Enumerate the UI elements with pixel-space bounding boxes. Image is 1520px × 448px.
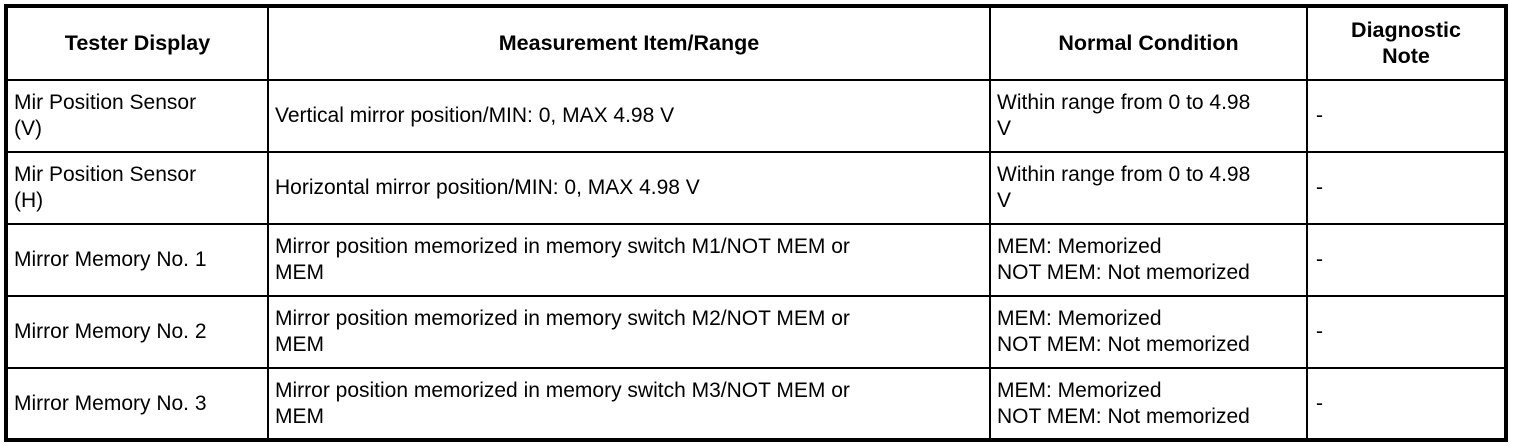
cell-tester-display: Mirror Memory No. 3 — [5, 367, 269, 441]
measurement-item-text: Mirror position memorized in memory swit… — [269, 304, 989, 359]
measurement-item-line2: MEM — [275, 261, 324, 284]
table-body: Mir Position Sensor(V) Vertical mirror p… — [5, 79, 1507, 441]
measurement-item-text: Mirror position memorized in memory swit… — [269, 376, 989, 431]
diagnostic-note-text: - — [1316, 391, 1323, 415]
measurement-item-text: Vertical mirror position/MIN: 0, MAX 4.9… — [269, 101, 989, 131]
cell-diagnostic-note: - — [1306, 367, 1507, 441]
cell-diagnostic-note: - — [1306, 295, 1507, 369]
table-row: Mir Position Sensor(H) Horizontal mirror… — [5, 151, 1507, 225]
column-header-measurement-item-range-label: Measurement Item/Range — [498, 30, 760, 55]
cell-measurement-item: Mirror position memorized in memory swit… — [267, 295, 991, 369]
cell-measurement-item: Mirror position memorized in memory swit… — [267, 223, 991, 297]
normal-condition-line1: MEM: Memorized — [997, 378, 1162, 402]
diagnostic-note-text: - — [1316, 248, 1323, 272]
tester-display-text: Mirror Memory No. 1 — [14, 248, 207, 272]
column-header-diagnostic-note-line1: Diagnostic — [1351, 17, 1461, 42]
measurement-item-line1: Mirror position memorized in memory swit… — [275, 378, 850, 402]
diagnostic-note-text: - — [1316, 320, 1323, 344]
cell-measurement-item: Horizontal mirror position/MIN: 0, MAX 4… — [267, 151, 991, 225]
measurement-item-text: Mirror position memorized in memory swit… — [269, 232, 989, 287]
tester-display-line1: Mir Position Sensor — [14, 91, 197, 115]
cell-diagnostic-note: - — [1306, 151, 1507, 225]
table-header: Tester Display Measurement Item/Range No… — [5, 5, 1507, 81]
column-header-normal-condition: Normal Condition — [989, 5, 1308, 81]
measurement-item-line1: Horizontal mirror position/MIN: 0, MAX 4… — [275, 176, 700, 200]
measurement-item-text: Horizontal mirror position/MIN: 0, MAX 4… — [269, 173, 989, 203]
column-header-diagnostic-note-line2: Note — [1382, 43, 1430, 68]
column-header-measurement-item-range: Measurement Item/Range — [267, 5, 991, 81]
normal-condition-line2: NOT MEM: Not memorized — [997, 261, 1250, 284]
diagnostic-note-text: - — [1316, 176, 1323, 200]
table-row: Mir Position Sensor(V) Vertical mirror p… — [5, 79, 1507, 153]
diagnostic-specification-table: Tester Display Measurement Item/Range No… — [4, 4, 1508, 442]
measurement-item-line1: Vertical mirror position/MIN: 0, MAX 4.9… — [275, 104, 675, 128]
cell-tester-display: Mirror Memory No. 2 — [5, 295, 269, 369]
measurement-item-line2: MEM — [275, 333, 324, 356]
column-header-tester-display: Tester Display — [5, 5, 269, 81]
measurement-item-line2: MEM — [275, 404, 324, 428]
tester-display-text: Mir Position Sensor(H) — [8, 160, 267, 215]
normal-condition-line2: NOT MEM: Not memorized — [997, 404, 1250, 428]
cell-diagnostic-note: - — [1306, 223, 1507, 297]
normal-condition-line2: V — [997, 189, 1012, 212]
diagnostic-note-text: - — [1316, 104, 1323, 128]
tester-display-text: Mirror Memory No. 3 — [14, 391, 207, 415]
normal-condition-line1: MEM: Memorized — [997, 235, 1162, 259]
normal-condition-line1: Within range from 0 to 4.98 — [997, 91, 1251, 115]
tester-display-text: Mirror Memory No. 2 — [14, 320, 207, 344]
table-row: Mirror Memory No. 3 Mirror position memo… — [5, 367, 1507, 441]
cell-tester-display: Mirror Memory No. 1 — [5, 223, 269, 297]
normal-condition-line1: Within range from 0 to 4.98 — [997, 163, 1251, 187]
normal-condition-line1: MEM: Memorized — [997, 307, 1162, 331]
normal-condition-line2: NOT MEM: Not memorized — [997, 333, 1250, 356]
column-header-normal-condition-label: Normal Condition — [1058, 30, 1239, 55]
table-header-row: Tester Display Measurement Item/Range No… — [5, 5, 1507, 81]
cell-measurement-item: Vertical mirror position/MIN: 0, MAX 4.9… — [267, 79, 991, 153]
tester-display-text: Mir Position Sensor(V) — [8, 88, 267, 143]
column-header-tester-display-label: Tester Display — [64, 30, 211, 55]
cell-tester-display: Mir Position Sensor(H) — [5, 151, 269, 225]
tester-display-line2: (V) — [14, 117, 42, 140]
cell-tester-display: Mir Position Sensor(V) — [5, 79, 269, 153]
cell-diagnostic-note: - — [1306, 79, 1507, 153]
measurement-item-line1: Mirror position memorized in memory swit… — [275, 307, 850, 331]
table-row: Mirror Memory No. 2 Mirror position memo… — [5, 295, 1507, 369]
tester-display-line2: (H) — [14, 189, 44, 212]
tester-display-line1: Mir Position Sensor — [14, 163, 197, 187]
normal-condition-line2: V — [997, 117, 1012, 140]
cell-measurement-item: Mirror position memorized in memory swit… — [267, 367, 991, 441]
table-row: Mirror Memory No. 1 Mirror position memo… — [5, 223, 1507, 297]
measurement-item-line1: Mirror position memorized in memory swit… — [275, 235, 850, 259]
